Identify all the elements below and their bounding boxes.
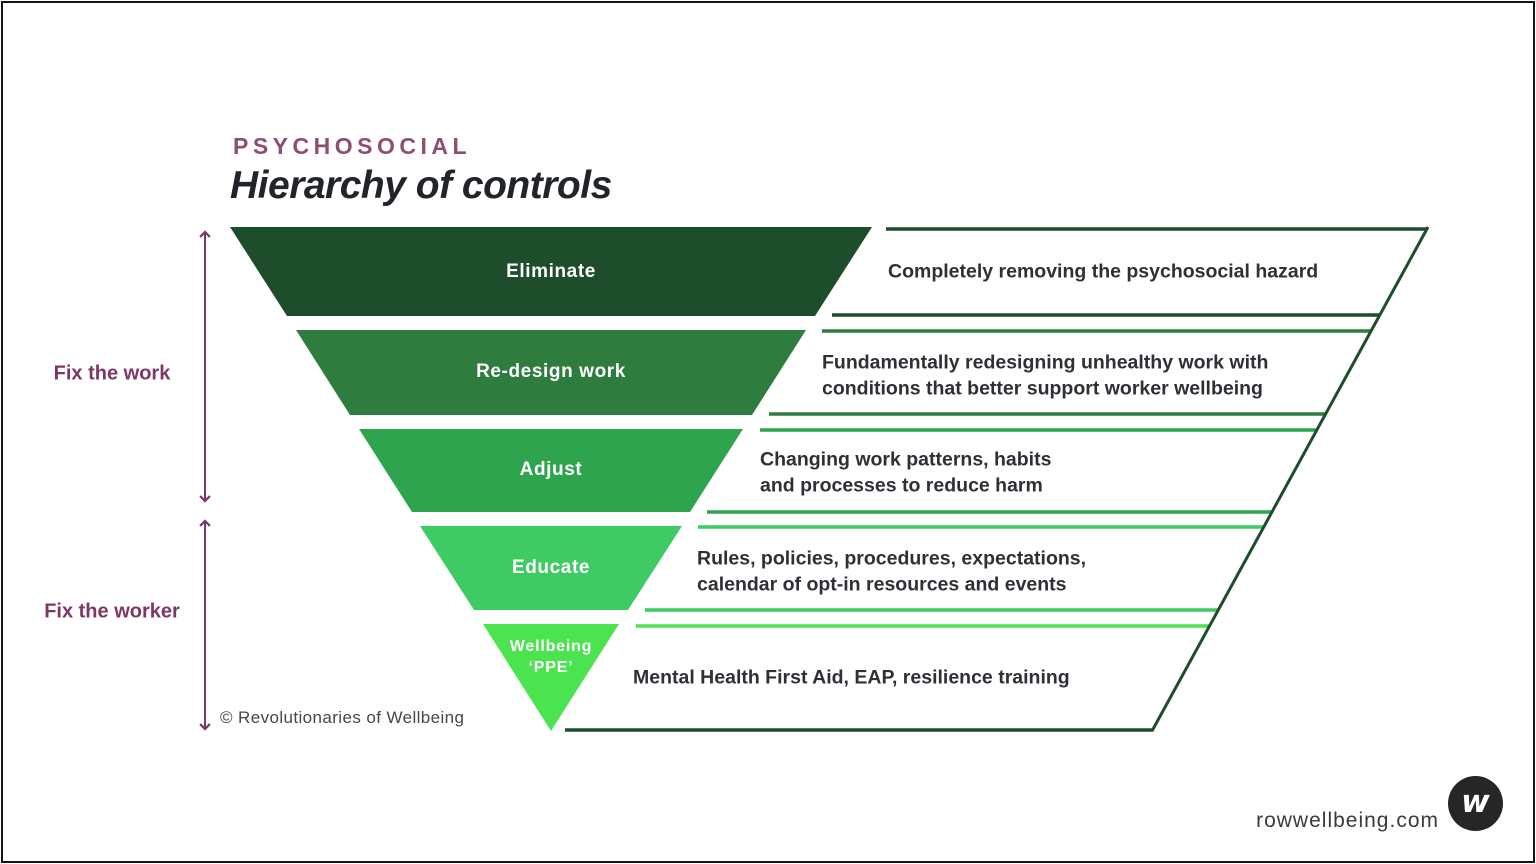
description-line: Mental Health First Aid, EAP, resilience… bbox=[633, 666, 1070, 689]
row-logo-letter: w bbox=[1461, 783, 1490, 820]
pyramid-label-educate: Educate bbox=[511, 557, 591, 578]
bands-diagonal-edge bbox=[1150, 226, 1430, 732]
eyebrow-heading: PSYCHOSOCIAL bbox=[233, 133, 472, 159]
pyramid-level-adjust bbox=[359, 429, 743, 512]
row-logo: w bbox=[1448, 776, 1503, 831]
pyramid-level-redesign bbox=[296, 330, 806, 415]
pyramid-label-redesign: Re-design work bbox=[476, 361, 626, 382]
pyramid-label-eliminate: Eliminate bbox=[506, 261, 596, 282]
description-adjust: Changing work patterns, habits and proce… bbox=[760, 448, 1051, 499]
description-line: Rules, policies, procedures, expectation… bbox=[697, 547, 1087, 570]
description-line: conditions that better support worker we… bbox=[822, 377, 1263, 399]
page-title: Hierarchy of controls bbox=[230, 164, 612, 207]
copyright-text: © Revolutionaries of Wellbeing bbox=[220, 708, 465, 727]
side-label-fix-the-work: Fix the work bbox=[53, 362, 171, 385]
pyramid-label-ppe-line2: ‘PPE’ bbox=[528, 659, 574, 676]
description-redesign: Fundamentally redesigning unhealthy work… bbox=[822, 351, 1268, 402]
description-line: calendar of opt-in resources and events bbox=[697, 573, 1067, 595]
pyramid-label-ppe: Wellbeing ‘PPE’ bbox=[510, 636, 592, 678]
pyramid-level-educate bbox=[420, 526, 682, 610]
side-label-fix-the-worker: Fix the worker bbox=[44, 600, 180, 623]
description-eliminate: Completely removing the psychosocial haz… bbox=[888, 259, 1318, 285]
pyramid-level-ppe bbox=[483, 624, 619, 731]
pyramid-label-ppe-line1: Wellbeing bbox=[509, 638, 593, 655]
description-line: and processes to reduce harm bbox=[760, 474, 1043, 496]
description-line: Fundamentally redesigning unhealthy work… bbox=[822, 351, 1269, 374]
website-text: rowwellbeing.com bbox=[1256, 809, 1439, 832]
pyramid-label-adjust: Adjust bbox=[519, 459, 583, 480]
description-educate: Rules, policies, procedures, expectation… bbox=[697, 547, 1086, 598]
description-line: Completely removing the psychosocial haz… bbox=[888, 260, 1319, 283]
description-ppe: Mental Health First Aid, EAP, resilience… bbox=[633, 665, 1070, 691]
description-line: Changing work patterns, habits bbox=[760, 448, 1052, 471]
pyramid-level-eliminate bbox=[230, 227, 872, 316]
